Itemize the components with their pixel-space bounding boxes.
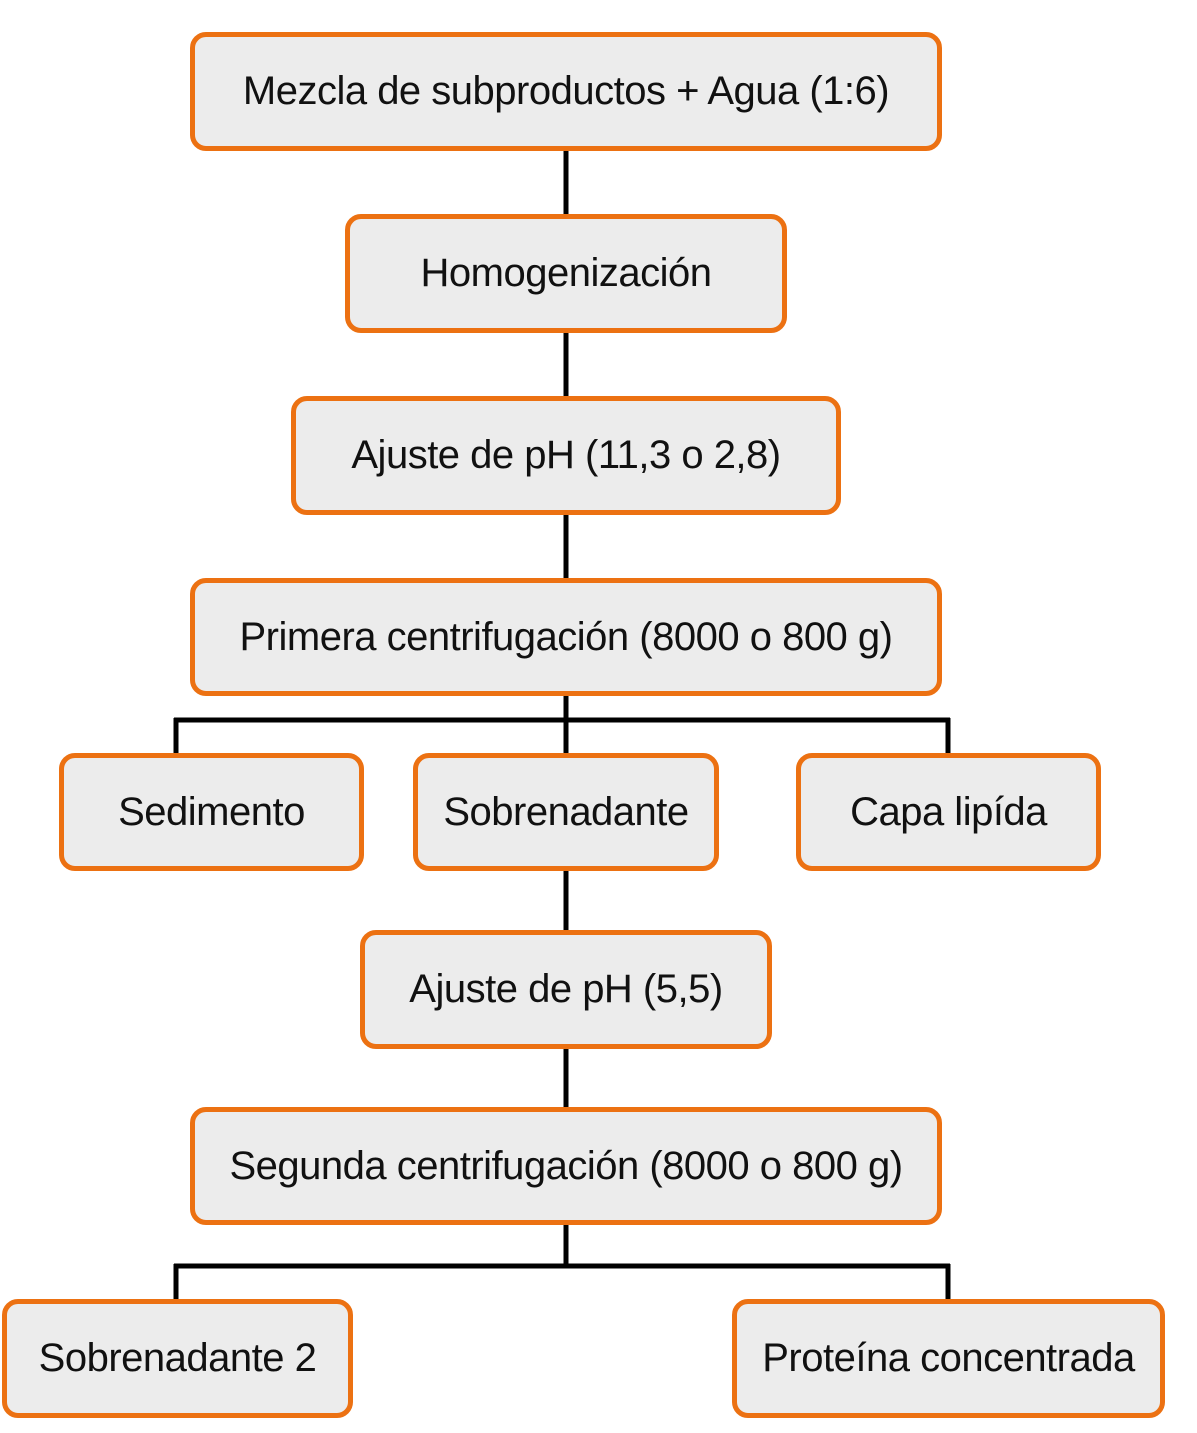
node-ajuste-ph-1-label: Ajuste de pH (11,3 o 2,8) [351, 433, 781, 477]
node-proteina-concentrada-label: Proteína concentrada [762, 1336, 1135, 1380]
node-ajuste-ph-2-label: Ajuste de pH (5,5) [409, 967, 723, 1011]
node-sobrenadante-label: Sobrenadante [443, 789, 689, 834]
node-capa-lipida-label: Capa lipída [850, 789, 1047, 834]
node-homogenizacion: Homogenización [345, 214, 787, 333]
node-sobrenadante-2: Sobrenadante 2 [2, 1299, 353, 1418]
node-mezcla-label: Mezcla de subproductos + Agua (1:6) [242, 69, 890, 113]
node-mezcla: Mezcla de subproductos + Agua (1:6) [190, 32, 942, 151]
node-segunda-centrifugacion-label: Segunda centrifugación (8000 o 800 g) [229, 1143, 903, 1188]
node-sobrenadante-2-label: Sobrenadante 2 [38, 1336, 317, 1380]
node-proteina-concentrada: Proteína concentrada [732, 1299, 1165, 1418]
node-sedimento-label: Sedimento [118, 789, 305, 834]
node-homogenizacion-label: Homogenización [420, 251, 712, 295]
node-ajuste-ph-2: Ajuste de pH (5,5) [360, 930, 772, 1049]
node-segunda-centrifugacion: Segunda centrifugación (8000 o 800 g) [190, 1107, 942, 1225]
node-capa-lipida: Capa lipída [796, 753, 1101, 871]
node-sedimento: Sedimento [59, 753, 364, 871]
node-ajuste-ph-1: Ajuste de pH (11,3 o 2,8) [291, 396, 841, 515]
node-sobrenadante: Sobrenadante [413, 753, 719, 871]
node-primera-centrifugacion: Primera centrifugación (8000 o 800 g) [190, 578, 942, 696]
node-primera-centrifugacion-label: Primera centrifugación (8000 o 800 g) [239, 614, 893, 659]
